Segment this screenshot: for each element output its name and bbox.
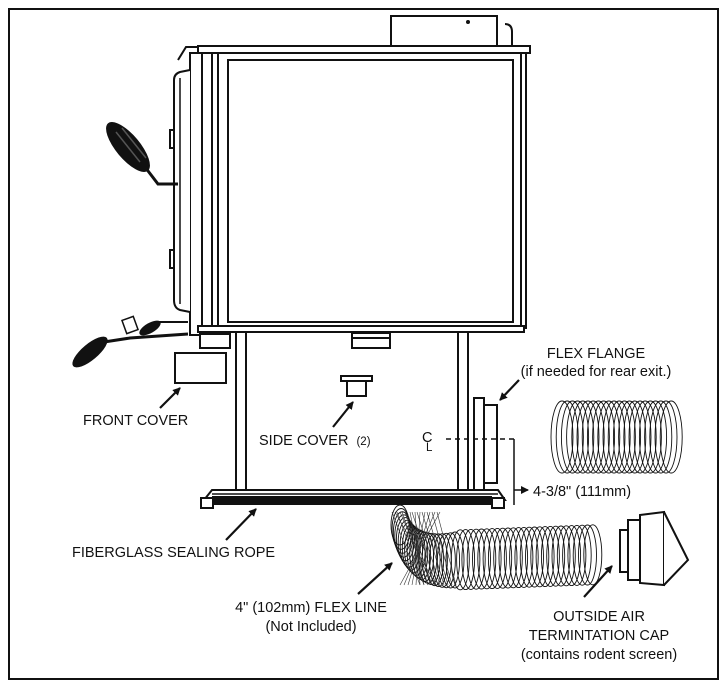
- arrow-front-cover: [159, 387, 181, 409]
- side-cover-part: [340, 375, 373, 397]
- centerline-symbol-c: C: [422, 430, 432, 446]
- arrow-flex-flange: [499, 379, 520, 401]
- arrow-sealing-rope: [225, 508, 257, 541]
- flex-flange-part: [473, 397, 498, 491]
- arrow-side-cover: [332, 401, 354, 428]
- top-plate: [197, 45, 531, 54]
- leader-arrows: [159, 379, 613, 598]
- flex-flange-note: (if needed for rear exit.): [521, 364, 672, 380]
- door: [173, 69, 191, 313]
- labels: FLEX FLANGE (if needed for rear exit.) F…: [72, 346, 677, 663]
- cap-label-line1: OUTSIDE AIR: [553, 609, 645, 625]
- arrow-termination-cap: [583, 565, 613, 598]
- front-cover-label: FRONT COVER: [83, 413, 188, 429]
- pedestal: [199, 331, 507, 509]
- centerline-symbol-l: L: [426, 442, 433, 454]
- air-control-handle-icon: [72, 315, 189, 368]
- side-cover-quantity: (2): [356, 436, 370, 448]
- diagram-border: [8, 8, 719, 680]
- arrow-flex-line: [357, 562, 393, 595]
- dimension-label: 4-3/8" (111mm): [533, 484, 631, 500]
- top-exhaust-box: [390, 15, 498, 49]
- flex-line-curved: [390, 504, 603, 591]
- cap-label-line2: TERMINTATION CAP: [529, 628, 669, 644]
- flex-line-label: 4" (102mm) FLEX LINE: [235, 600, 387, 616]
- stove-body: [169, 15, 531, 349]
- sealing-rope: [212, 496, 492, 505]
- sealing-rope-label: FIBERGLASS SEALING ROPE: [72, 545, 275, 561]
- duct-collar: [351, 332, 391, 349]
- door-handle-icon: [106, 122, 178, 186]
- flex-duct-straight: [550, 400, 683, 474]
- flex-flange-label: FLEX FLANGE: [547, 346, 646, 362]
- side-cover-label: SIDE COVER (2): [259, 433, 371, 449]
- cap-label-line3: (contains rodent screen): [521, 647, 677, 663]
- front-cover-part: [174, 352, 227, 384]
- centerline: [446, 438, 529, 505]
- flex-line-note: (Not Included): [265, 619, 356, 635]
- termination-cap-part: [619, 510, 690, 587]
